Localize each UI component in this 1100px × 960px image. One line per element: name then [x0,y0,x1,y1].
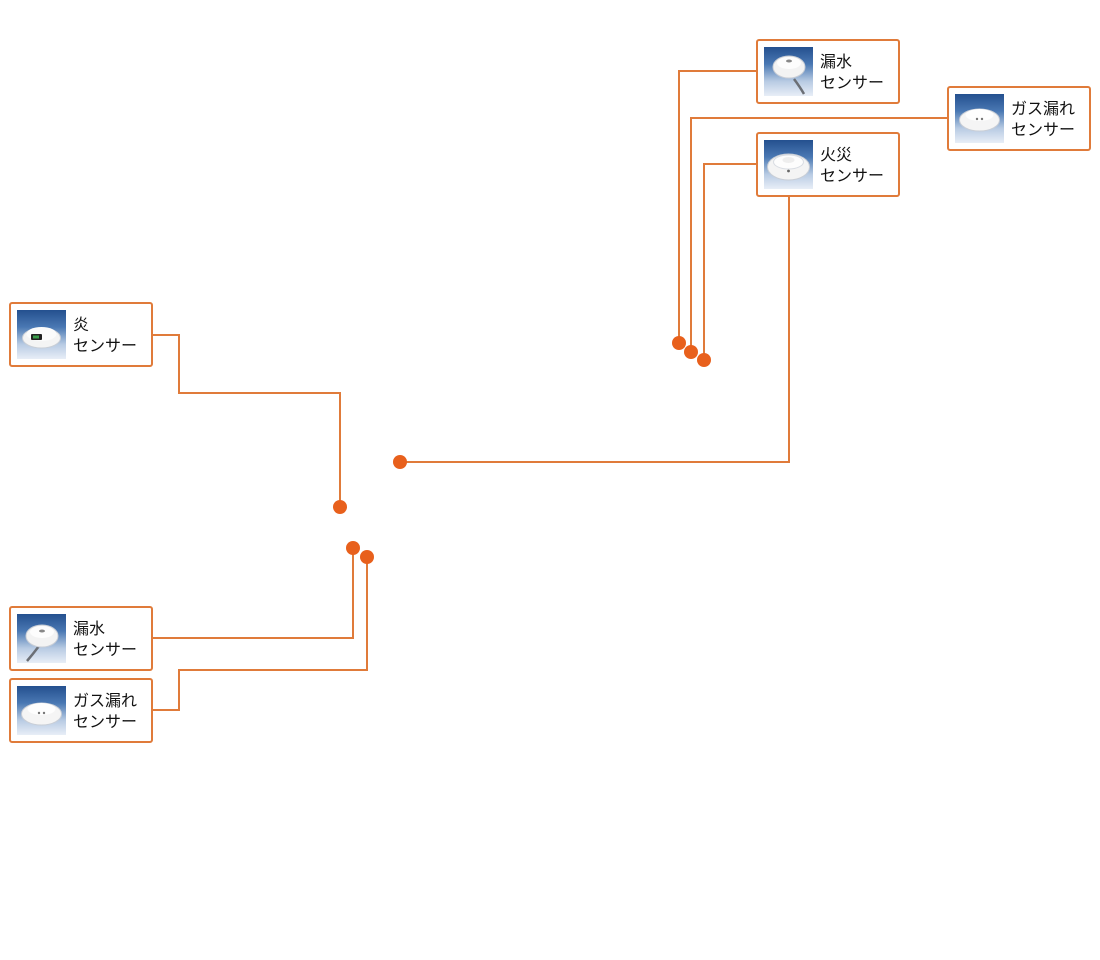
sensor-box-flame[interactable]: 炎 センサー [9,302,153,367]
sensor-name: 漏水 [820,52,853,71]
sensor-suffix: センサー [73,336,138,355]
sensor-box-fire[interactable]: 火災 センサー [756,132,900,197]
sensor-suffix: センサー [1011,120,1076,139]
connector-leak-right-line [678,70,756,343]
sensor-name: 炎 [73,315,90,334]
connector-dot-fire-main [393,455,407,469]
connector-dot-gas-right [684,345,698,359]
sensor-name: 漏水 [73,619,106,638]
sensor-name: 火災 [820,145,853,164]
sensor-label-fire: 火災 センサー [820,144,884,186]
sensor-name: ガス漏れ [1011,99,1076,118]
water-leak-sensor-icon [764,47,813,96]
fire-sensor-icon [764,140,813,189]
sensor-suffix: センサー [73,640,138,659]
sensor-suffix: センサー [73,712,138,731]
sensor-box-gas-leak-right[interactable]: ガス漏れ センサー [947,86,1091,151]
connector-dot-fire [697,353,711,367]
sensor-box-water-leak-left[interactable]: 漏水 センサー [9,606,153,671]
sensor-suffix: センサー [820,166,885,185]
sensor-box-water-leak-right[interactable]: 漏水 センサー [756,39,900,104]
sensor-name: ガス漏れ [73,691,138,710]
connector-dot-gas-left [360,550,374,564]
connector-dot-leak-left [346,541,360,555]
connector-flame-line [152,334,341,507]
sensor-label-water-leak-right: 漏水 センサー [820,51,884,93]
connector-dot-flame [333,500,347,514]
gas-leak-sensor-icon [955,94,1004,143]
sensor-label-water-leak-left: 漏水 センサー [73,618,137,660]
connector-dot-leak-right [672,336,686,350]
connector-fire-line [703,163,756,360]
sensor-box-gas-leak-left[interactable]: ガス漏れ センサー [9,678,153,743]
sensor-label-flame: 炎 センサー [73,314,137,356]
connector-fire-main-line [400,196,790,463]
connector-leak-left-line [152,548,354,639]
gas-leak-sensor-icon [17,686,66,735]
water-leak-sensor-icon [17,614,66,663]
sensor-suffix: センサー [820,73,885,92]
sensor-label-gas-leak-left: ガス漏れ センサー [73,690,137,732]
sensor-label-gas-leak-right: ガス漏れ センサー [1011,98,1075,140]
flame-sensor-icon [17,310,66,359]
connector-gas-left-line [152,557,368,711]
